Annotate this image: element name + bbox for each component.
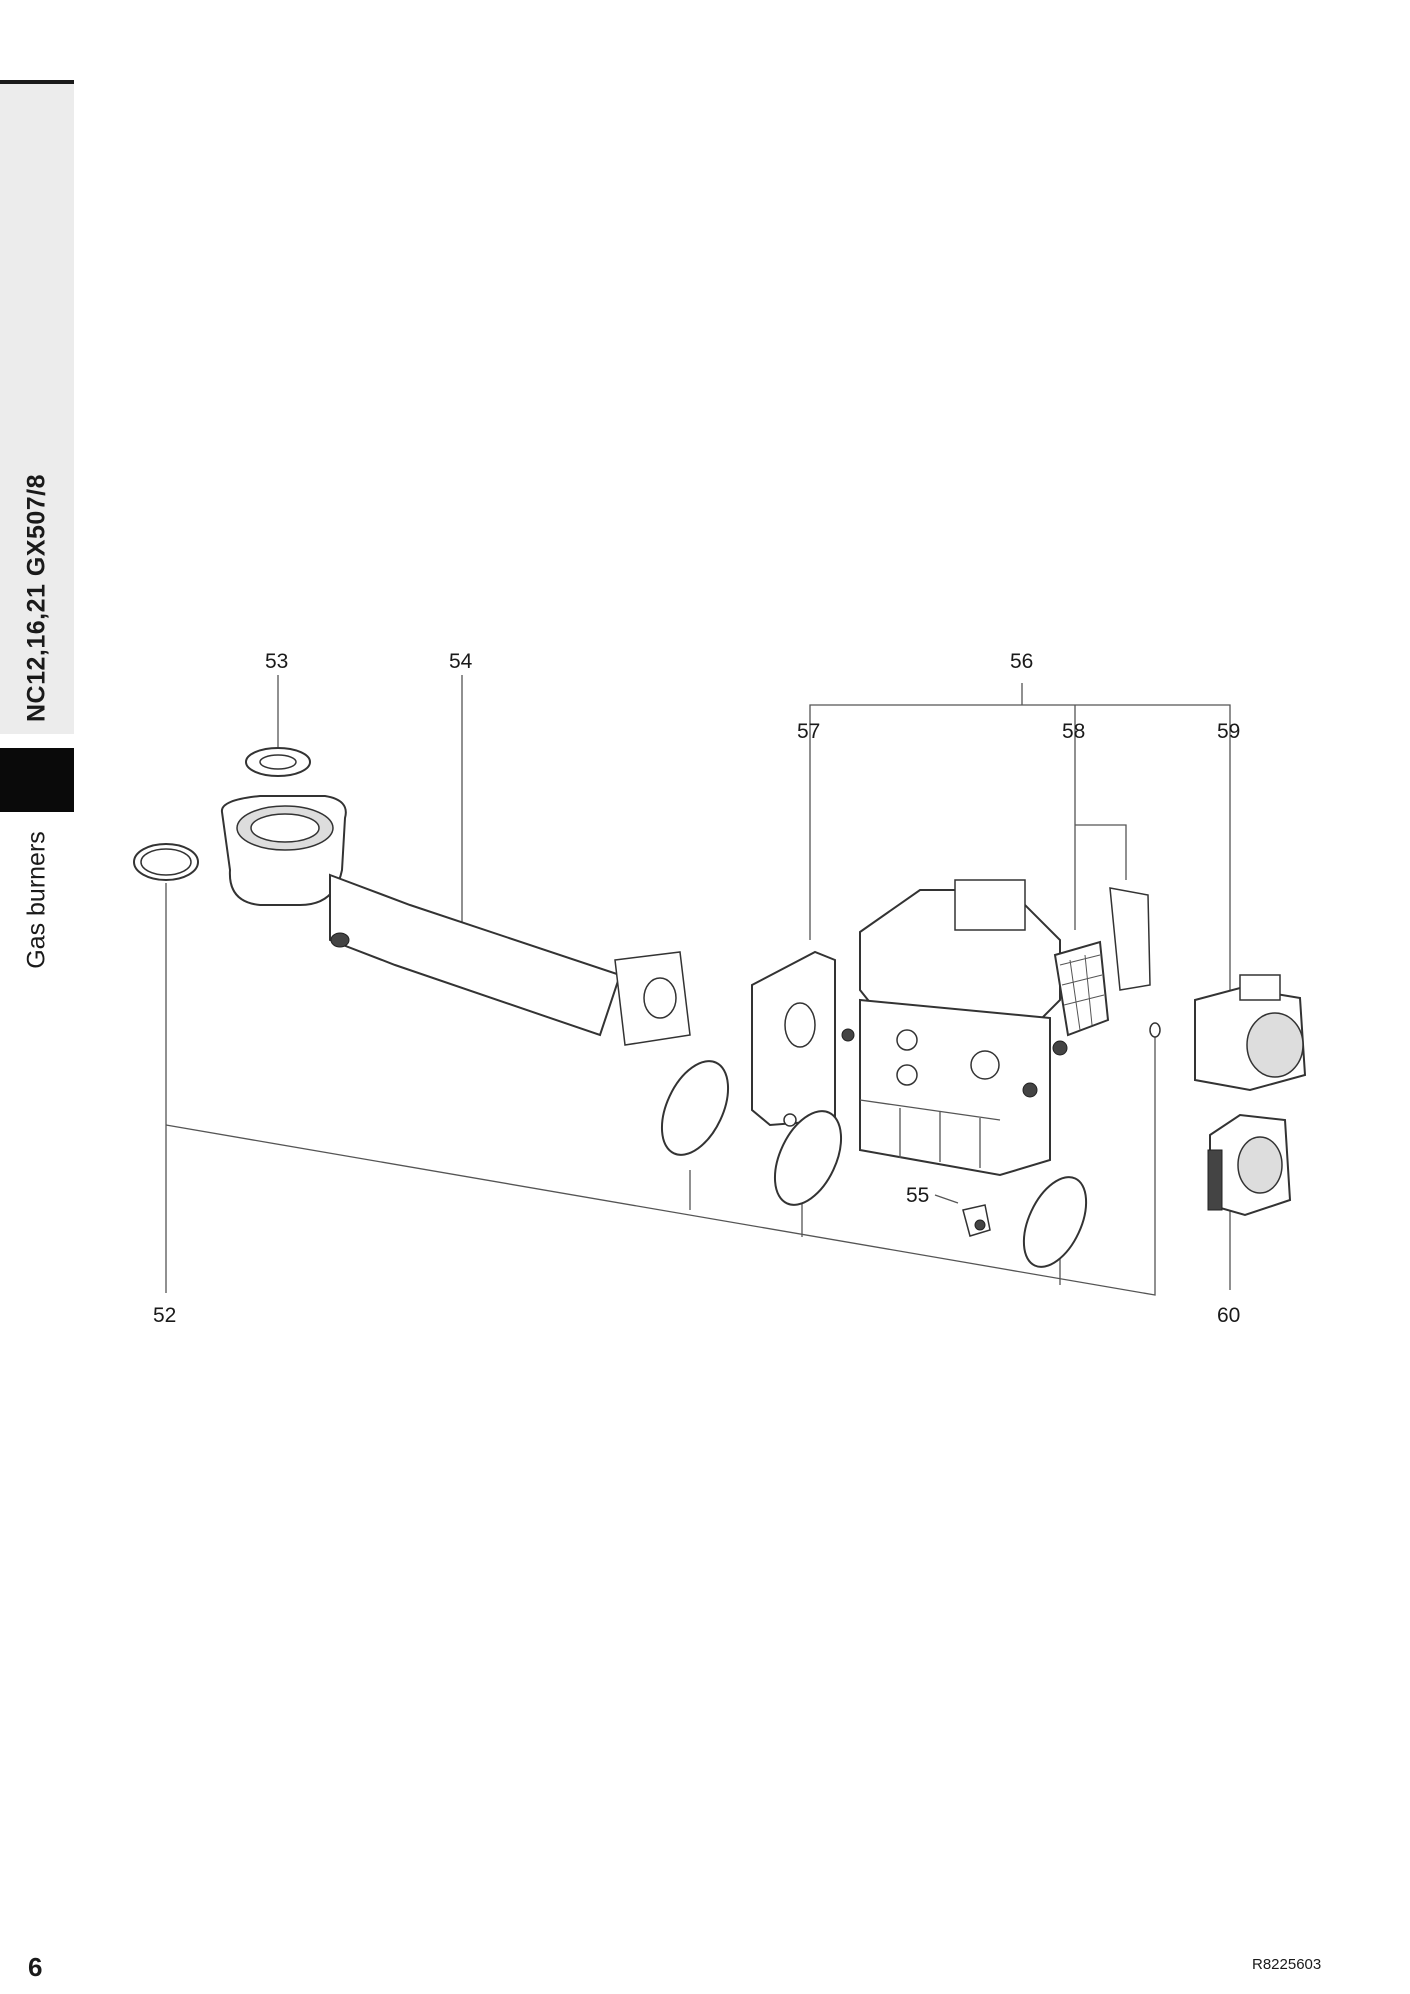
callout-56: 56: [1010, 650, 1033, 673]
callout-60: 60: [1217, 1304, 1240, 1327]
part-adapter-plate-57: [751, 950, 836, 1127]
callout-55: 55: [906, 1184, 929, 1207]
callout-numbers: 52 53 54 55 56 57 58 59 60: [153, 650, 1240, 1327]
side-tab-rule: [0, 80, 74, 87]
callout-59: 59: [1217, 720, 1240, 743]
callout-58: 58: [1062, 720, 1085, 743]
part-gasket-52: [133, 843, 199, 881]
side-tab-marker: [0, 748, 74, 812]
callout-53: 53: [265, 650, 288, 673]
side-tab: [0, 84, 74, 734]
part-orings: [660, 1022, 1161, 1268]
part-gas-valve-56: [841, 879, 1068, 1177]
part-connector-60: [1207, 1113, 1292, 1217]
part-nipple-55: [962, 1204, 991, 1237]
page-number: 6: [28, 1952, 43, 1982]
callout-54: 54: [449, 650, 473, 673]
part-pressure-switch-59: [1194, 974, 1307, 1092]
callout-52: 52: [153, 1304, 176, 1327]
document-reference: R8225603: [1252, 1956, 1322, 1973]
part-elbow-pipe-54: [220, 795, 691, 1046]
part-ring-53: [245, 747, 311, 777]
callout-57: 57: [797, 720, 820, 743]
part-filter-58: [1053, 887, 1151, 1037]
